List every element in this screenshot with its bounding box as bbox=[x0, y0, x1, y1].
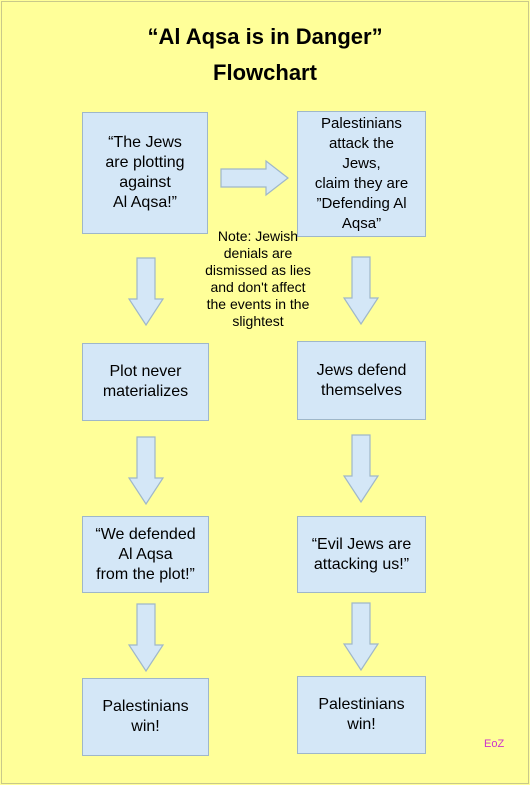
arrow-down-left-3 bbox=[127, 603, 165, 673]
box-palestinians-attack-text: Palestinians attack the Jews, claim they… bbox=[314, 115, 409, 232]
box-jews-defend: Jews defend themselves bbox=[297, 341, 426, 420]
box-jews-plotting-text: “The Jews are plotting against Al Aqsa!” bbox=[105, 134, 185, 211]
title-line-1: “Al Aqsa is in Danger” bbox=[147, 24, 383, 49]
box-palestinians-win-right: Palestinians win! bbox=[297, 676, 426, 754]
box-palestinians-win-left-text: Palestinians win! bbox=[102, 698, 189, 735]
arrow-down-left-2 bbox=[127, 436, 165, 506]
box-palestinians-win-right-text: Palestinians win! bbox=[318, 696, 405, 733]
arrow-right bbox=[220, 159, 289, 197]
box-evil-jews-text: “Evil Jews are attacking us!” bbox=[311, 535, 412, 573]
arrow-down-right-2 bbox=[342, 434, 380, 504]
arrow-down-left-1 bbox=[127, 257, 165, 327]
box-evil-jews: “Evil Jews are attacking us!” bbox=[297, 516, 426, 593]
box-jews-defend-text: Jews defend themselves bbox=[316, 361, 407, 399]
arrow-down-right-1 bbox=[342, 256, 380, 326]
arrow-down-right-3 bbox=[342, 602, 380, 672]
box-we-defended-text: “We defended Al Aqsa from the plot!” bbox=[95, 525, 196, 583]
box-palestinians-win-left: Palestinians win! bbox=[82, 678, 209, 756]
title-line-2: Flowchart bbox=[213, 60, 317, 85]
box-palestinians-attack: Palestinians attack the Jews, claim they… bbox=[297, 111, 426, 237]
signature: EoZ bbox=[484, 738, 505, 750]
box-plot-never-materializes: Plot never materializes bbox=[82, 343, 209, 421]
note-jewish-denials: Note: Jewish denials are dismissed as li… bbox=[205, 228, 311, 329]
box-jews-plotting: “The Jews are plotting against Al Aqsa!” bbox=[82, 112, 208, 234]
box-we-defended: “We defended Al Aqsa from the plot!” bbox=[82, 516, 209, 593]
box-plot-never-materializes-text: Plot never materializes bbox=[102, 363, 189, 400]
